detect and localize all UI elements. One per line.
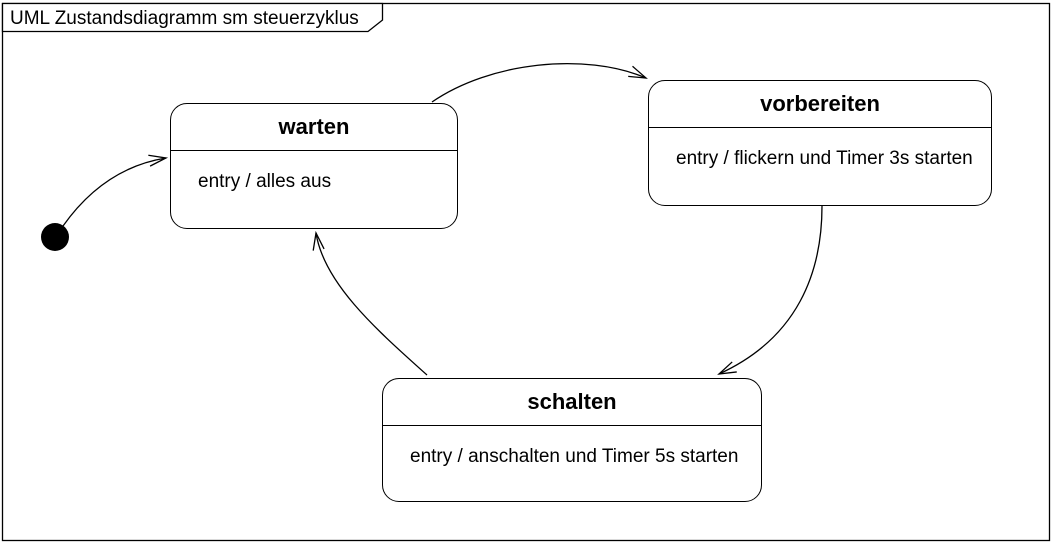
state-name: schalten [383,379,761,426]
state-warten[interactable]: warten entry / alles aus [170,103,458,229]
transition-vorbereiten-to-schalten[interactable] [719,205,823,374]
transition-schalten-to-warten[interactable] [316,233,428,376]
state-vorbereiten[interactable]: vorbereiten entry / flickern und Timer 3… [648,80,992,206]
state-name: warten [171,104,457,151]
frame-label-tab [1,2,384,33]
state-entry-action: entry / flickern und Timer 3s starten [676,148,973,169]
initial-state-dot[interactable] [41,223,69,251]
state-entry-action: entry / anschalten und Timer 5s starten [410,446,739,467]
frame-title: UML Zustandsdiagramm sm steuerzyklus [10,8,359,29]
state-schalten[interactable]: schalten entry / anschalten und Timer 5s… [382,378,762,502]
transition-warten-to-vorbereiten[interactable] [431,62,646,103]
state-name: vorbereiten [649,81,991,128]
state-entry-action: entry / alles aus [198,171,332,192]
transition-initial-to-warten[interactable] [62,158,166,227]
